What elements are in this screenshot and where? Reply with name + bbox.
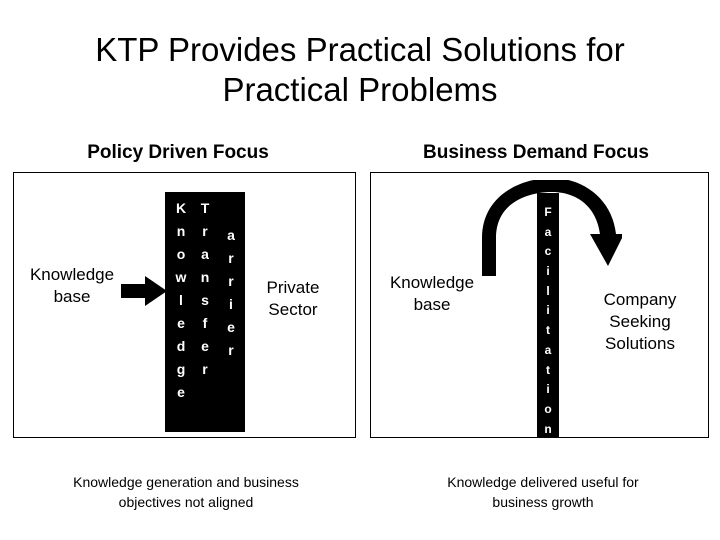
barrier-letter: a [201,246,209,262]
barrier-letter: K [175,200,187,216]
barrier-letter: r [228,342,234,358]
barrier-letter: g [176,361,186,377]
barrier-letter: i [229,296,233,312]
right-knowledge-base: Knowledge base [389,273,475,314]
barrier-letter: e [177,384,185,400]
facilitation-letter: i [546,264,550,279]
facilitation-letter: l [546,283,550,298]
policy-driven-heading: Policy Driven Focus [87,142,269,163]
barrier-letter: w [175,269,187,285]
left-knowledge-base: Knowledge base [29,265,115,306]
facilitation-letter: a [544,224,552,239]
policy-driven-panel [13,172,356,438]
barrier-letter: l [179,292,183,308]
barrier-letter: e [227,319,235,335]
barrier-letter: n [200,269,210,285]
barrier-letter: r [228,250,234,266]
barrier-letter: d [176,338,186,354]
business-demand-panel [370,172,709,438]
slide-title: KTP Provides Practical Solutions for Pra… [95,31,625,108]
facilitation-letter: i [546,303,550,318]
barrier-letter: f [202,315,208,331]
barrier-letter: e [201,338,209,354]
left-caption: Knowledge generation and business object… [73,474,299,510]
facilitation-letter: n [544,421,552,436]
barrier-letter: r [202,223,208,239]
facilitation-letter: c [544,244,552,259]
private-sector-label: Private Sector [266,278,320,319]
barrier-letter: r [228,273,234,289]
business-demand-heading: Business Demand Focus [423,142,649,163]
barrier-letter: a [227,227,235,243]
facilitation-letter: t [546,323,550,338]
right-arrow-icon [121,276,167,306]
company-seeking-solutions: Company Seeking Solutions [603,290,677,353]
curved-arrow-icon [482,180,622,276]
barrier-letter: r [202,361,208,377]
facilitation-letter: i [546,382,550,397]
barrier-letter: T [200,200,210,216]
facilitation-letter: a [544,342,552,357]
barrier-letter: e [177,315,185,331]
facilitation-letter: o [544,401,552,416]
right-caption: Knowledge delivered useful for business … [447,474,639,510]
facilitation-letter: F [544,205,552,219]
barrier-letter: o [176,246,186,262]
facilitation-letter: t [546,362,550,377]
barrier-letter: n [176,223,186,239]
barrier-letter: s [201,292,209,308]
